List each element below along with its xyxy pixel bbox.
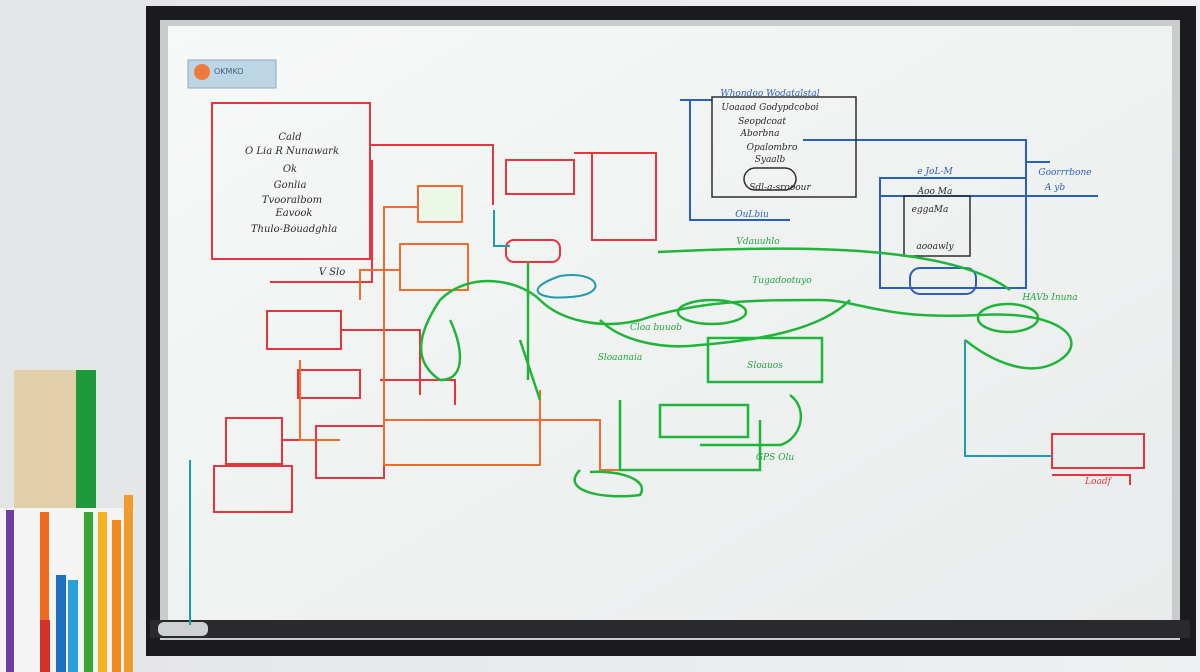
svg-text:eggaMa: eggaMa (912, 205, 949, 215)
svg-text:V Slo: V Slo (319, 267, 345, 278)
svg-text:Gonlia: Gonlia (274, 180, 307, 191)
svg-text:GPS Olu: GPS Olu (756, 453, 795, 463)
green-diagram-lines (419, 247, 1073, 498)
svg-text:Syaalb: Syaalb (755, 155, 786, 165)
svg-text:Cloa buuob: Cloa buuob (630, 323, 682, 333)
svg-text:OKMKO: OKMKO (214, 67, 244, 76)
right-box-text: e JoL-M Aoo Ma eggaMa aooawly Goorrrbone… (912, 167, 1092, 252)
green-labels: Vdauuhlo Tugadootuyo Cloa buuob Sloaanai… (598, 237, 1078, 463)
svg-text:Tvooralbom: Tvooralbom (262, 195, 322, 206)
svg-text:Sloaanaia: Sloaanaia (598, 353, 643, 363)
board-label-tag: OKMKO (187, 59, 277, 89)
svg-text:A yb: A yb (1044, 183, 1065, 193)
svg-text:Opalombro: Opalombro (747, 143, 798, 153)
svg-text:Sdl-a-srooour: Sdl-a-srooour (749, 183, 811, 193)
svg-text:HAVb Inuna: HAVb Inuna (1021, 293, 1077, 303)
red-diagram-lines (211, 102, 1145, 513)
svg-text:aooawly: aooawly (916, 242, 954, 252)
svg-text:OuLbiu: OuLbiu (735, 210, 769, 220)
svg-text:Aoo Ma: Aoo Ma (917, 187, 953, 197)
orange-diagram-lines (299, 185, 700, 471)
blue-box-text: Whondoo Wodatalstal Uoaaod Godypdcoboi S… (720, 89, 819, 220)
svg-text:Cald: Cald (278, 132, 301, 143)
green-note-box (422, 190, 458, 218)
svg-text:Ok: Ok (283, 164, 297, 175)
svg-text:O Lia R Nunawark: O Lia R Nunawark (245, 146, 339, 157)
svg-text:Vdauuhlo: Vdauuhlo (736, 237, 780, 247)
svg-text:Goorrrbone: Goorrrbone (1038, 168, 1091, 178)
left-box-text: Cald O Lia R Nunawark Ok Gonlia Tvooralb… (245, 132, 345, 278)
blue-diagram-lines (680, 99, 1098, 295)
svg-text:Thulo-Bouadghla: Thulo-Bouadghla (251, 224, 337, 235)
svg-text:Sloauos: Sloauos (747, 361, 783, 371)
svg-text:e JoL-M: e JoL-M (917, 167, 953, 177)
svg-text:Uoaaod Godypdcoboi: Uoaaod Godypdcoboi (721, 103, 818, 113)
svg-text:Whondoo Wodatalstal: Whondoo Wodatalstal (720, 89, 819, 99)
black-diagram-lines (711, 96, 971, 257)
red-bottom-note: Loadf (1084, 477, 1113, 487)
teal-diagram-lines (189, 210, 1052, 625)
marker-holder (0, 370, 134, 672)
svg-text:Eavook: Eavook (274, 208, 312, 219)
svg-text:Aborbna: Aborbna (740, 129, 780, 139)
svg-text:Seopdcoat: Seopdcoat (738, 117, 786, 127)
svg-text:Tugadootuyo: Tugadootuyo (752, 276, 812, 286)
